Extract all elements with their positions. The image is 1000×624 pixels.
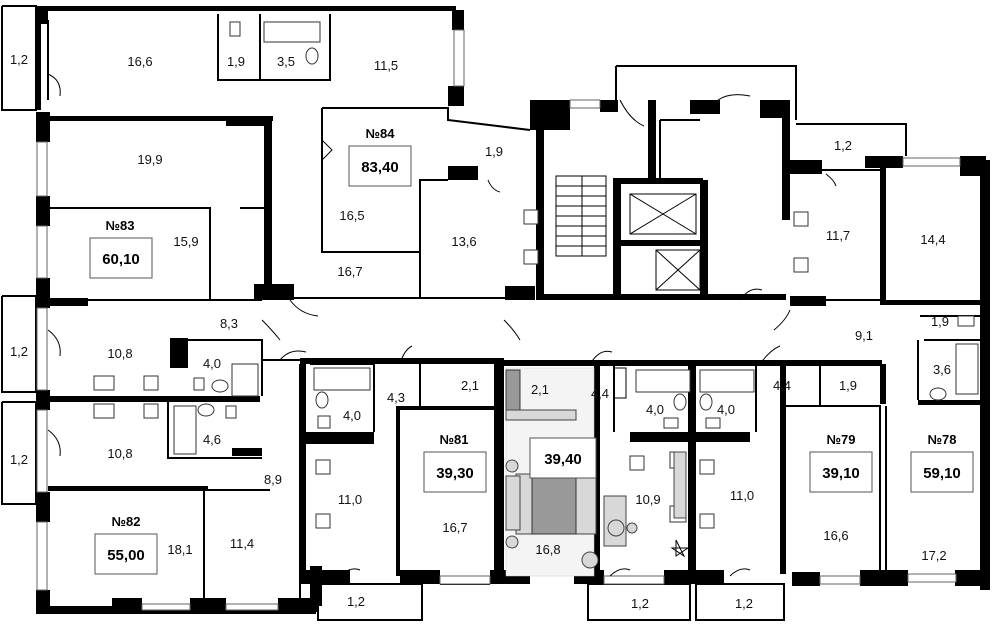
apartment-area-82: 55,00 — [107, 547, 145, 564]
area-box-79 — [809, 451, 873, 493]
partitions — [1, 5, 980, 621]
room-area: 1,2 — [735, 596, 753, 611]
room-area: 4,0 — [717, 402, 735, 417]
apartment-area-84: 83,40 — [361, 159, 399, 176]
apartment-area-83: 60,10 — [102, 251, 140, 268]
room-area: 16,6 — [127, 54, 152, 69]
area-box-78 — [910, 451, 974, 493]
room-area: 4,4 — [773, 378, 791, 393]
room-area: 11,5 — [374, 58, 398, 73]
walls — [36, 6, 990, 614]
room-area: 1,2 — [834, 138, 852, 153]
room-area: 16,7 — [337, 264, 362, 279]
elevators — [629, 193, 701, 291]
room-area: 2,1 — [461, 378, 479, 393]
room-area: 16,6 — [823, 528, 848, 543]
apartment-number-79: №79 — [827, 432, 856, 447]
room-area: 1,9 — [485, 144, 503, 159]
room-area: 8,9 — [264, 472, 282, 487]
room-labels: 1,2 16,6 1,9 3,5 11,5 19,9 1,9 16,5 15,9… — [10, 52, 951, 611]
room-area: 17,2 — [921, 548, 946, 563]
room-area: 15,9 — [173, 234, 198, 249]
room-area: 14,4 — [920, 232, 945, 247]
apartment-number-81: №81 — [440, 432, 469, 447]
apartment-area-81: 39,30 — [436, 465, 474, 482]
room-area: 1,2 — [631, 596, 649, 611]
room-area: 1,9 — [227, 54, 245, 69]
area-box-81 — [423, 451, 487, 493]
apartment-area-78: 59,10 — [923, 465, 961, 482]
area-box-82 — [94, 533, 158, 575]
room-area: 11,7 — [826, 228, 850, 243]
room-area: 10,8 — [107, 446, 132, 461]
apartment-number-84: №84 — [366, 126, 396, 141]
room-area: 4,6 — [203, 432, 221, 447]
area-box-80 — [529, 437, 597, 479]
room-area: 2,1 — [531, 382, 549, 397]
room-area: 4,0 — [646, 402, 664, 417]
room-area: 1,2 — [10, 52, 28, 67]
room-area: 3,6 — [933, 362, 951, 377]
room-area: 19,9 — [137, 152, 162, 167]
doors — [47, 73, 837, 577]
room-area: 4,3 — [387, 390, 405, 405]
room-area: 11,4 — [230, 536, 254, 551]
room-area: 3,5 — [277, 54, 295, 69]
area-box-83 — [89, 237, 153, 279]
room-area: 18,1 — [167, 542, 192, 557]
room-area: 16,5 — [339, 208, 364, 223]
room-area: 1,2 — [347, 594, 365, 609]
room-area: 4,0 — [343, 408, 361, 423]
room-area: 4,4 — [591, 386, 609, 401]
room-area: 13,6 — [451, 234, 476, 249]
room-area: 4,0 — [203, 356, 221, 371]
room-area: 11,0 — [730, 488, 754, 503]
apartment-area-79: 39,10 — [822, 465, 860, 482]
room-area: 16,7 — [442, 520, 467, 535]
room-area: 1,9 — [931, 314, 949, 329]
apartment-number-82: №82 — [112, 514, 141, 529]
room-area: 9,1 — [855, 328, 873, 343]
room-area: 16,8 — [535, 542, 560, 557]
apartment-labels: №84 83,40 №83 60,10 №82 55,00 №81 39,30 … — [89, 126, 974, 575]
room-area: 8,3 — [220, 316, 238, 331]
room-area: 1,2 — [10, 452, 28, 467]
room-area: 10,8 — [107, 346, 132, 361]
room-area: 10,9 — [635, 492, 660, 507]
windows — [36, 29, 961, 611]
stairs — [555, 175, 607, 257]
room-area: 1,9 — [839, 378, 857, 393]
room-area: 1,2 — [10, 344, 28, 359]
apartment-number-78: №78 — [928, 432, 957, 447]
room-area: 11,0 — [338, 492, 362, 507]
apartment-area-80: 39,40 — [544, 451, 582, 468]
apartment-number-83: №83 — [106, 218, 135, 233]
area-box-84 — [348, 145, 412, 187]
